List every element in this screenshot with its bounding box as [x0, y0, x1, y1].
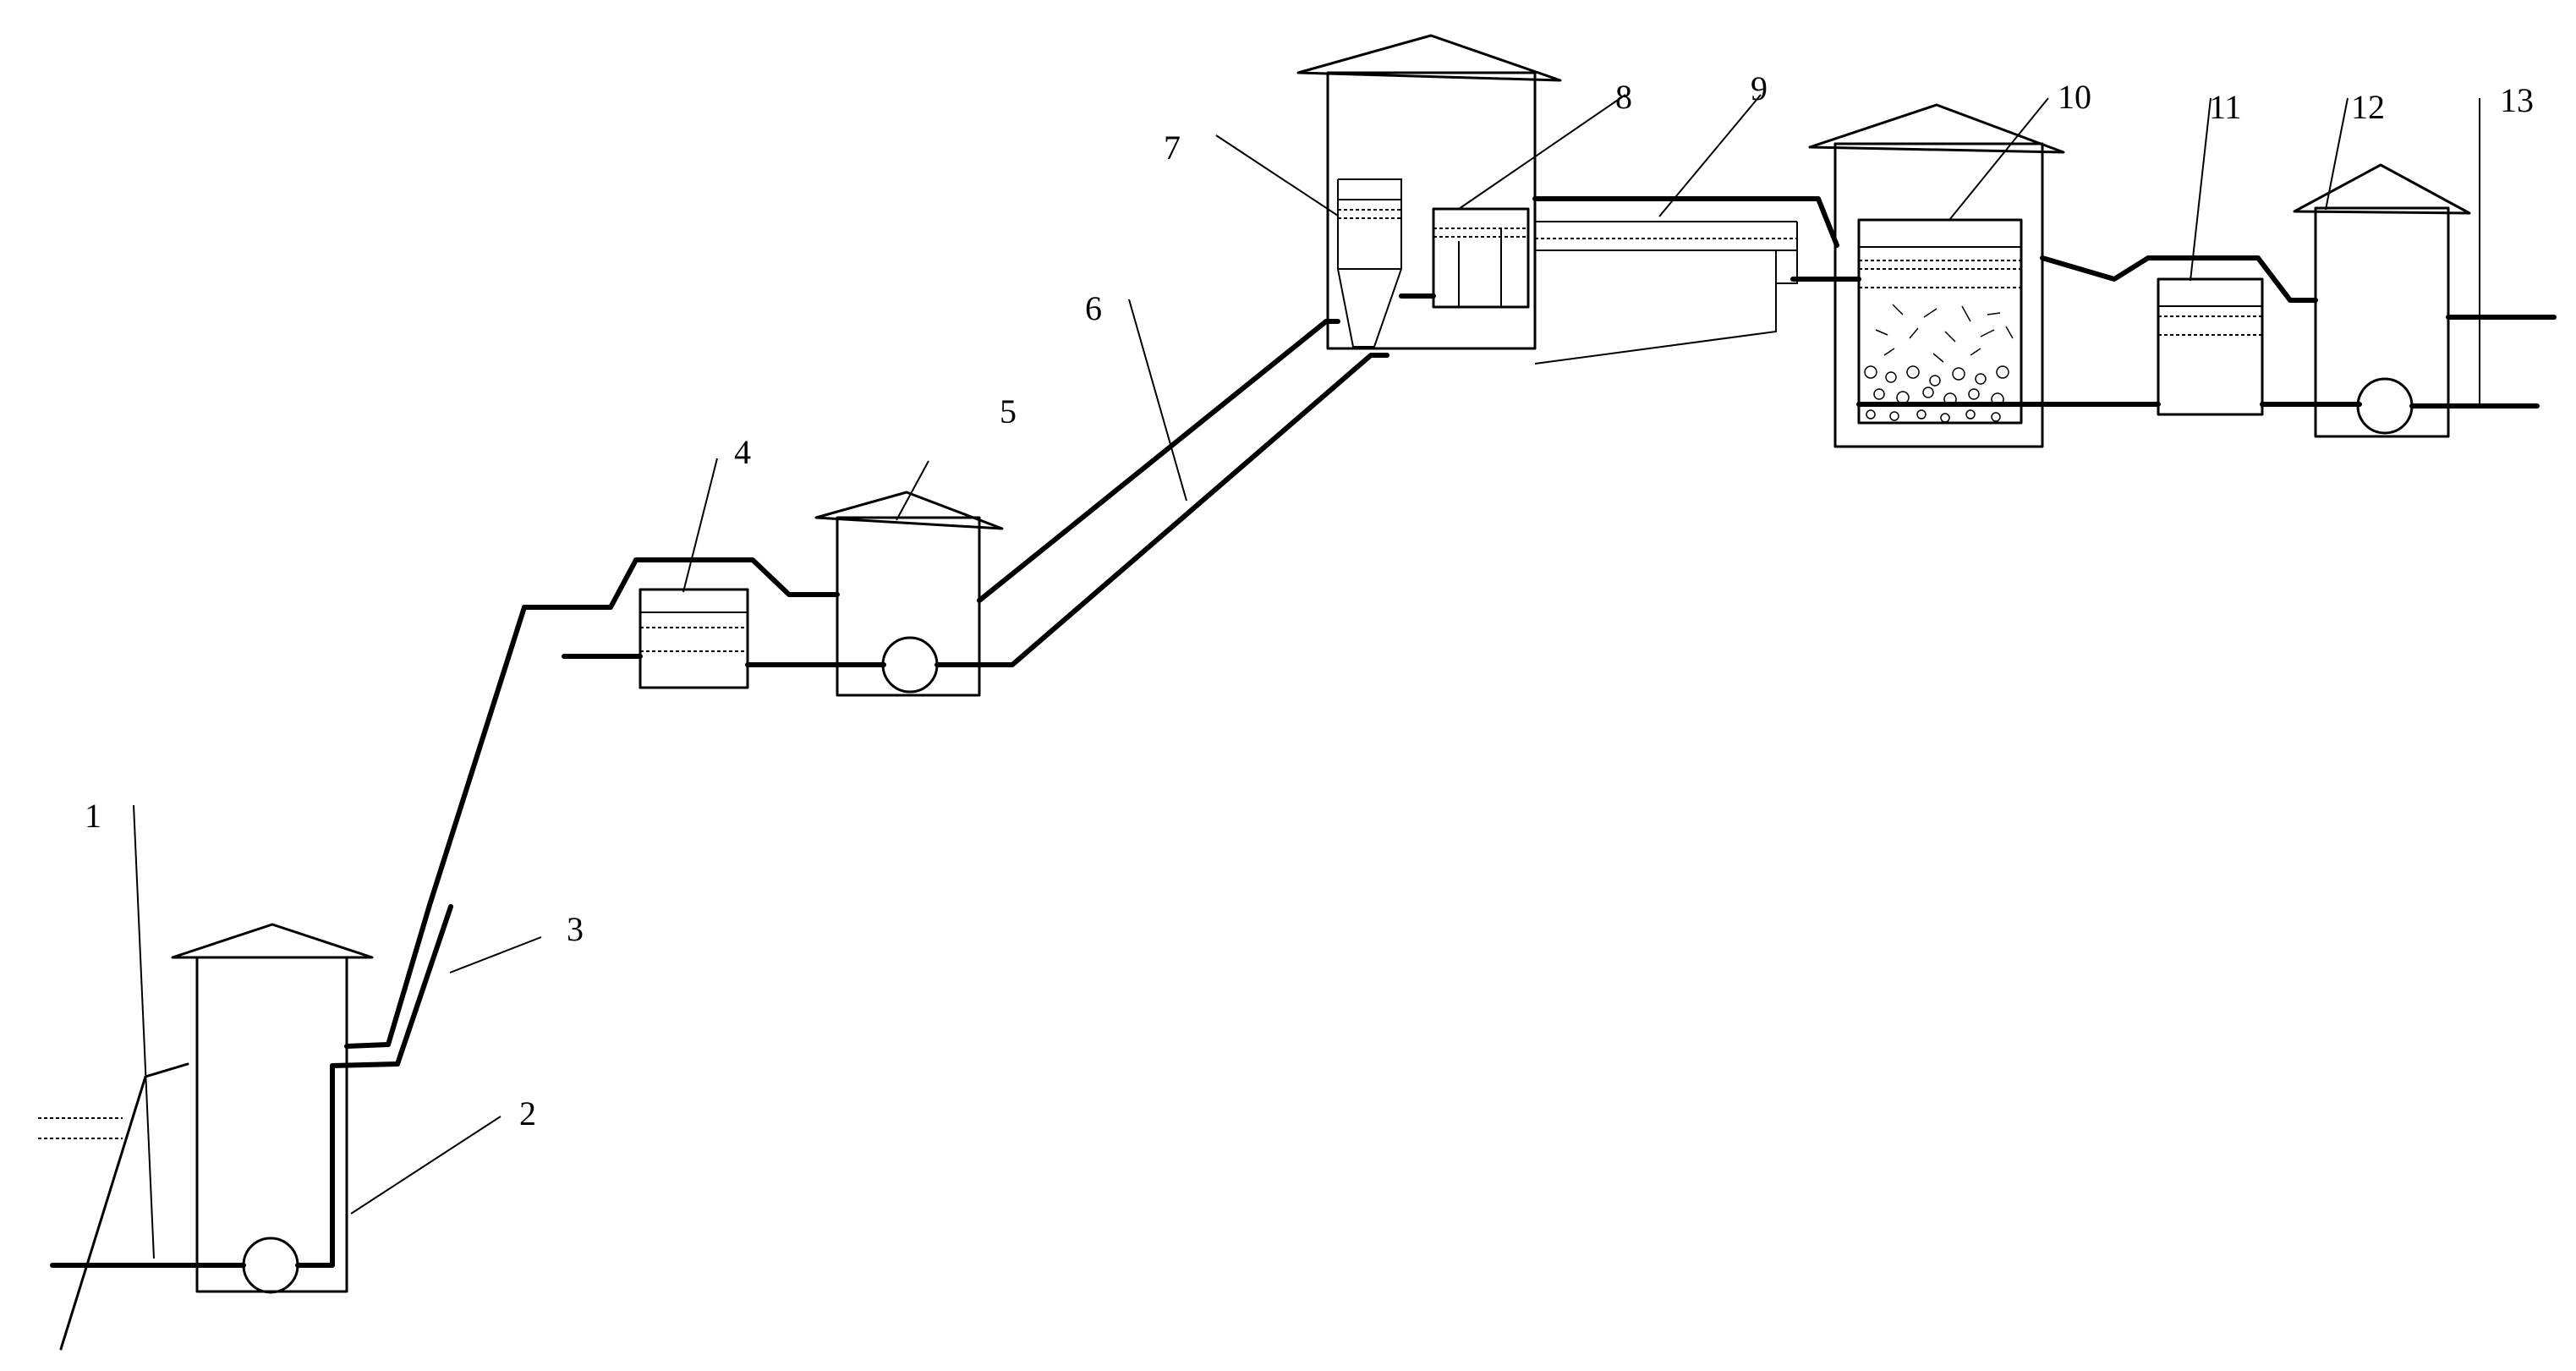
- label-6: 6: [1085, 289, 1102, 327]
- booster-pump-icon: [881, 636, 939, 694]
- treatment-building: [1296, 34, 1861, 365]
- intake-pump-icon: [242, 1237, 299, 1294]
- label-4: 4: [734, 433, 751, 471]
- labels: 1 2 3 4 5 6 7 8 9 10 11 12 13: [85, 69, 2534, 1132]
- raw-water-mains: [522, 557, 840, 659]
- clear-water-tank-11: [2040, 255, 2362, 416]
- label-8: 8: [1615, 78, 1632, 116]
- label-13: 13: [2500, 81, 2534, 119]
- label-5: 5: [1000, 392, 1017, 430]
- filter-building-10: [1808, 103, 2161, 448]
- pump-house-5: [814, 319, 1389, 697]
- label-7: 7: [1164, 129, 1181, 167]
- intake-pump-house: [50, 605, 567, 1294]
- label-11: 11: [2209, 88, 2242, 126]
- label-10: 10: [2058, 78, 2091, 116]
- distribution-pump-house-12: [2293, 163, 2557, 438]
- distribution-pump-icon: [2356, 377, 2414, 435]
- label-12: 12: [2351, 88, 2385, 126]
- leader-lines: [133, 94, 2480, 1259]
- filter-media-pattern: [1864, 304, 2014, 423]
- label-9: 9: [1751, 69, 1768, 107]
- water-source: [38, 1062, 189, 1351]
- label-1: 1: [85, 797, 101, 835]
- tank-4: [639, 588, 886, 689]
- label-3: 3: [567, 910, 584, 948]
- label-2: 2: [519, 1094, 536, 1132]
